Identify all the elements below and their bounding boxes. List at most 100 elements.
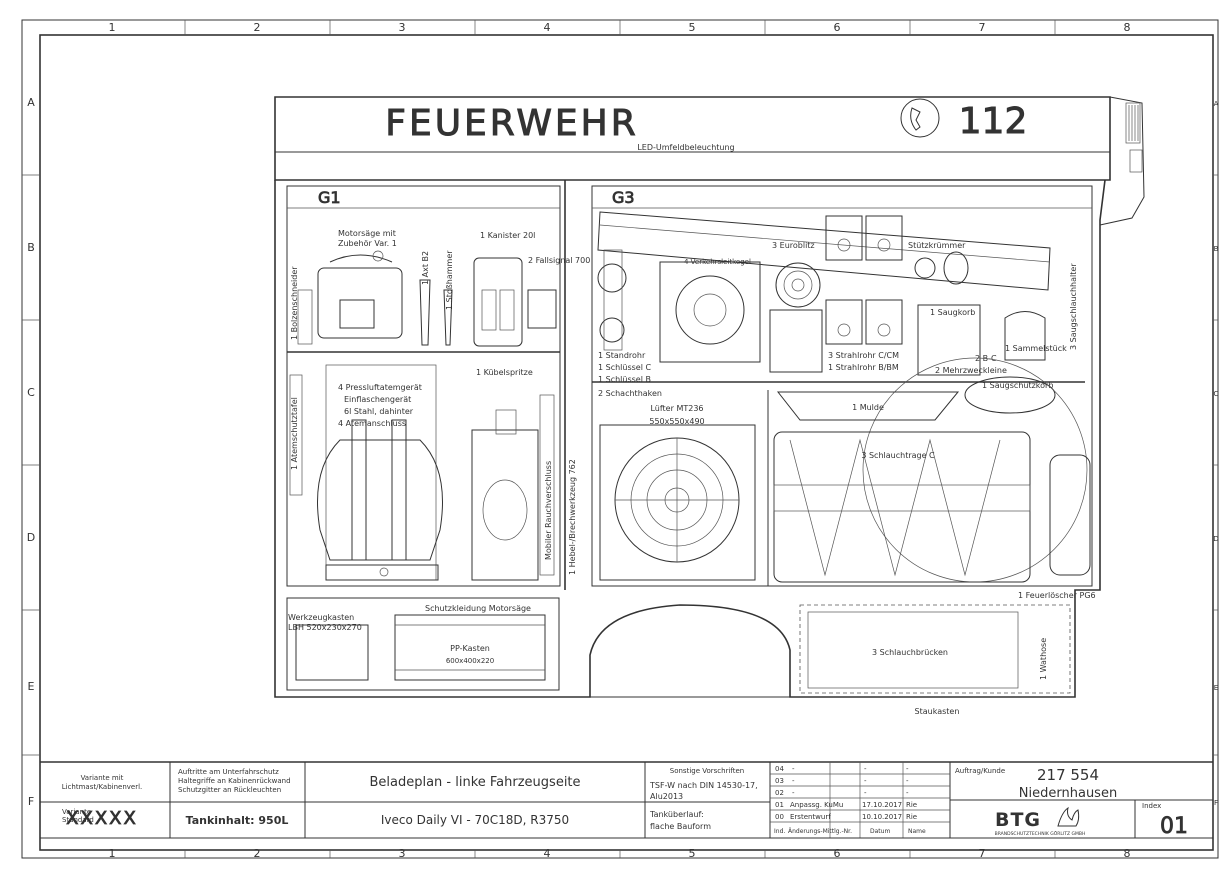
label-mehrzweckleine: 2 Mehrzweckleine	[935, 366, 1007, 375]
label-kanister: 1 Kanister 20l	[480, 231, 535, 240]
sheet-outer-frame	[21, 19, 1219, 859]
tb-variante-code: XXXXX	[66, 808, 138, 829]
tb-variante-overlay-1: Variante	[62, 808, 91, 816]
flame-icon	[1057, 806, 1080, 827]
row-label-left-f: F	[28, 795, 34, 808]
label-saugschutzkorb: 1 Saugschutzkorb	[982, 381, 1053, 390]
row-label-right-d: D	[1213, 535, 1218, 543]
rev-idx-03: 03	[775, 777, 784, 785]
label-luefter-2: 550x550x490	[649, 417, 704, 426]
euroblitz-drawing	[769, 262, 823, 373]
extinguisher-drawing	[1049, 454, 1091, 576]
tb-sonstige: Sonstige Vorschriften	[670, 767, 744, 775]
vehicle-body	[274, 96, 1145, 698]
label-hebel: 1 Hebel-/Brechwerkzeug 762	[568, 459, 577, 575]
label-mulde: 1 Mulde	[852, 403, 884, 412]
tb-norm-1: TSF-W nach DIN 14530-17,	[649, 781, 758, 790]
label-schutzkleidung: Schutzkleidung Motorsäge	[425, 604, 531, 613]
col-label-top-6: 6	[834, 21, 841, 34]
label-strahlrohr-c: 3 Strahlrohr C/CM	[828, 351, 899, 360]
roof-text-feuerwehr: FEUERWEHR	[385, 103, 639, 144]
row-label-left-e: E	[28, 680, 35, 693]
chainsaw-drawing	[317, 250, 403, 339]
sheet-inner-frame	[39, 34, 1214, 851]
column-ticks	[22, 20, 1218, 858]
label-verkehrsleitkegel: 4 Verkehrsleitkegel	[684, 258, 751, 266]
label-pp-1: PP-Kasten	[450, 644, 490, 653]
col-label-bottom-3: 3	[399, 847, 406, 860]
col-label-top-8: 8	[1124, 21, 1131, 34]
axe-drawing	[419, 279, 431, 346]
elbow-drawing	[914, 257, 936, 279]
label-saugkorb: 1 Saugkorb	[930, 308, 975, 317]
suction-hose-drawing	[597, 211, 1051, 291]
label-rauchverschluss: Mobiler Rauchverschluss	[544, 461, 553, 560]
label-schlauchtrage: 3 Schlauchtrage C	[861, 451, 935, 460]
label-axt: 1 Axt B2	[421, 251, 430, 285]
col-label-top-4: 4	[544, 21, 551, 34]
pp-box-drawing	[394, 614, 546, 681]
rev-name-00: Rie	[906, 813, 917, 821]
rev-idx-04: 04	[775, 765, 784, 773]
label-pressluft-3: 6l Stahl, dahinter	[344, 407, 414, 416]
row-label-left-a: A	[27, 96, 35, 109]
rev-change-00: Erstentwurf	[790, 813, 831, 821]
tb-auftritte-1: Auftritte am Unterfahrschutz	[178, 768, 279, 776]
canister-drawing	[473, 257, 523, 347]
row-label-left-c: C	[27, 386, 35, 399]
bolt-cutter-drawing	[297, 289, 313, 345]
row-label-right-c: C	[1214, 390, 1219, 398]
label-saugschlauch: 3 Saugschlauchhalter	[1069, 263, 1078, 350]
tb-index: 01	[1160, 814, 1188, 839]
rev-change-04: -	[792, 765, 795, 773]
rev-name-02: -	[906, 789, 909, 797]
tb-index-label: Index	[1142, 802, 1161, 810]
tb-tank-2: flache Bauform	[650, 822, 711, 831]
tb-variante-2: Lichtmast/Kabinenverl.	[62, 783, 143, 791]
col-label-top-5: 5	[689, 21, 696, 34]
rev-change-03: -	[792, 777, 795, 785]
label-roof-light: LED-Umfeldbeleuchtung	[637, 143, 734, 152]
label-kuebelspritze: 1 Kübelspritze	[476, 368, 533, 377]
label-fallsignal: 2 Fallsignal 700	[528, 256, 590, 265]
toolbox-drawing	[295, 624, 369, 681]
tb-plan-title: Beladeplan - linke Fahrzeugseite	[369, 775, 580, 790]
label-luefter-1: Lüfter MT236	[650, 404, 703, 413]
col-label-top-2: 2	[254, 21, 261, 34]
rev-name-01: Rie	[906, 801, 917, 809]
title-block	[40, 761, 1213, 839]
phone-icon	[900, 98, 940, 138]
label-werkzeug-1: Werkzeugkasten	[288, 613, 354, 622]
tb-auftrag-nr: 217 554	[1037, 766, 1099, 784]
row-label-left-d: D	[27, 531, 35, 544]
label-feuerloescher: 1 Feuerlöscher PG6	[1018, 591, 1096, 600]
col-label-bottom-1: 1	[109, 847, 116, 860]
col-label-bottom-5: 5	[689, 847, 696, 860]
label-euroblitz: 3 Euroblitz	[772, 241, 815, 250]
tb-tank-1: Tanküberlauf:	[649, 810, 704, 819]
label-standrohr: 1 Standrohr	[598, 351, 646, 360]
rev-name-04: -	[906, 765, 909, 773]
row-label-left-b: B	[27, 241, 35, 254]
label-stosshammer: 1 Stoßhammer	[445, 250, 454, 310]
rev-idx-00: 00	[775, 813, 784, 821]
tb-auftritte-3: Schutzgitter an Rückleuchten	[178, 786, 281, 794]
rev-date-01: 17.10.2017	[862, 801, 902, 809]
rev-idx-02: 02	[775, 789, 784, 797]
tb-company-logo: BTG	[995, 809, 1041, 831]
compartment-label-g1: G1	[318, 188, 341, 207]
label-strahlrohr-b: 1 Strahlrohr B/BM	[828, 363, 899, 372]
tb-tank: Tankinhalt: 950L	[186, 814, 289, 827]
label-schachthaken: 2 Schachthaken	[598, 389, 662, 398]
warning-signal-drawing	[527, 289, 557, 329]
col-label-bottom-7: 7	[979, 847, 986, 860]
label-motorsaege-2: Zubehör Var. 1	[338, 239, 397, 248]
suction-guard-drawing	[964, 376, 1056, 414]
collecting-piece-drawing	[1004, 311, 1046, 361]
nozzle-holders-drawing	[825, 215, 903, 345]
row-label-right-a: A	[1214, 100, 1219, 108]
standpipe-drawing	[597, 249, 627, 351]
tb-variante-1: Variante mit	[81, 774, 124, 782]
label-schluessel-b: 1 Schlüssel B	[598, 375, 651, 384]
label-wathose: 1 Wathose	[1039, 638, 1048, 680]
